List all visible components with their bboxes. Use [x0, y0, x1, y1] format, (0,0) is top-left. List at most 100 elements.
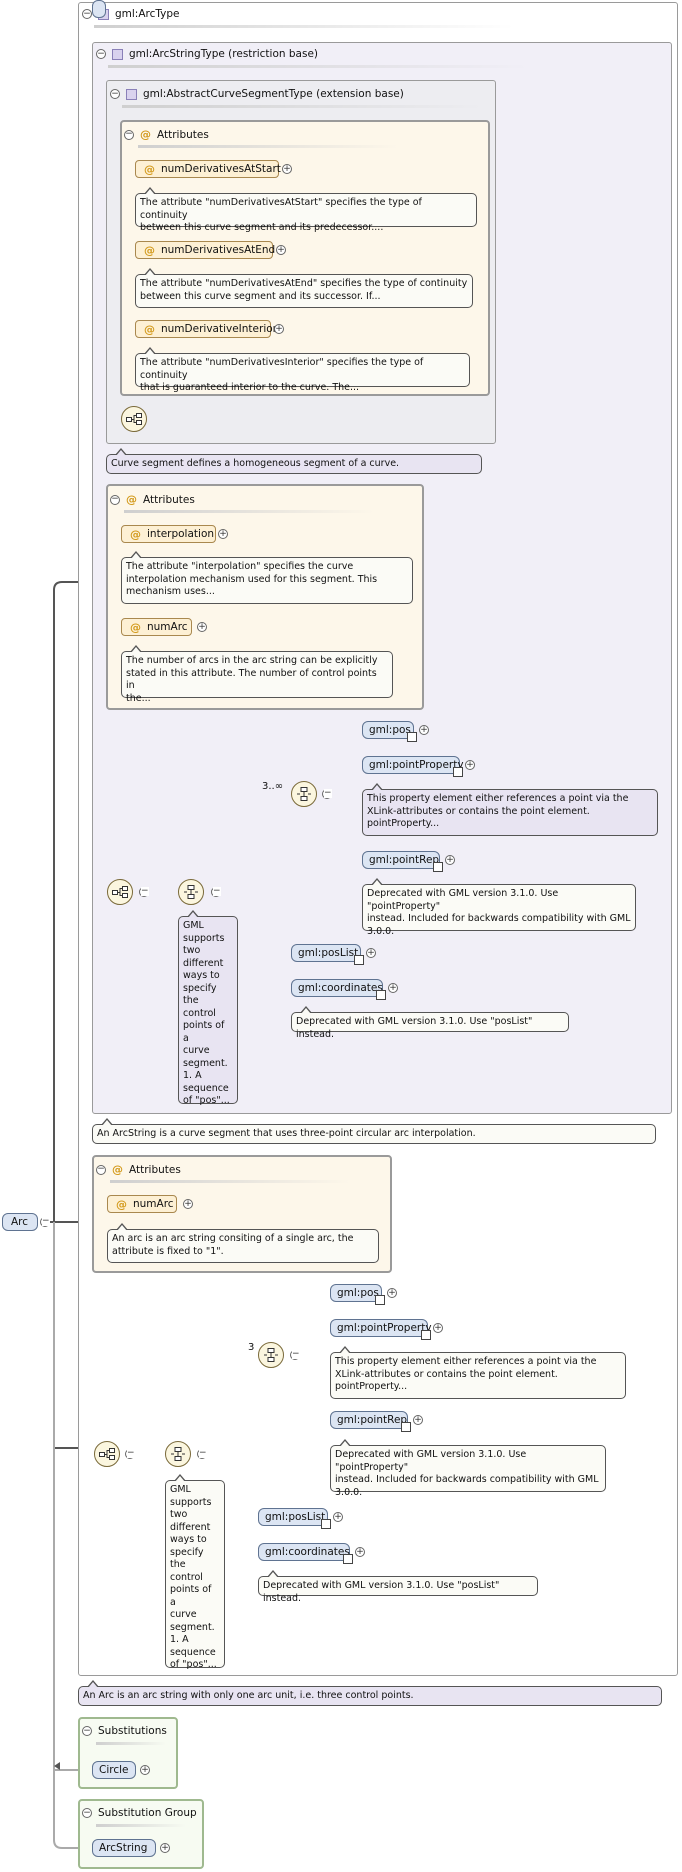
attribute-icon: @ [144, 243, 155, 257]
collapse-icon[interactable]: − [125, 1449, 135, 1459]
collapse-icon[interactable]: − [290, 1350, 300, 1360]
note-line: curve [183, 1045, 210, 1056]
expand-icon[interactable] [433, 1323, 443, 1333]
note-line: pointProperty... [367, 818, 440, 829]
element-gml-pos[interactable]: gml:pos [330, 1284, 385, 1305]
note-line: between this curve segment and its prede… [140, 222, 384, 233]
attribute-label: numDerivativesAtStart [161, 163, 281, 175]
sequence-compositor-icon[interactable] [94, 1441, 120, 1467]
choice-compositor-icon[interactable] [178, 879, 204, 905]
attributes-header: @ Attributes [124, 128, 209, 141]
point-rep-note: Deprecated with GML version 3.1.0. Use "… [330, 1439, 606, 1498]
occurrence-label: 3 [248, 1342, 255, 1353]
note-line: specify the [170, 1546, 204, 1571]
expand-icon[interactable] [465, 760, 475, 770]
expand-icon[interactable] [419, 725, 429, 735]
element-gml-point-rep[interactable]: gml:pointRep [330, 1411, 411, 1432]
expand-icon[interactable] [276, 245, 286, 255]
header-underline [96, 1824, 186, 1827]
root-element-arc[interactable]: Arc [2, 1213, 38, 1231]
note-line: of "pos"... [170, 1659, 217, 1670]
sequence-compositor-icon[interactable] [107, 879, 133, 905]
collapse-icon[interactable] [82, 9, 92, 19]
expand-icon[interactable] [218, 529, 228, 539]
attribute-num-arc[interactable]: @ numArc [107, 1195, 177, 1213]
substitution-group-arcstring[interactable] [92, 0, 106, 18]
collapse-icon[interactable] [110, 494, 120, 505]
note-line: The attribute "numDerivativesAtEnd" spec… [140, 278, 468, 289]
element-gml-pos[interactable]: gml:pos [362, 721, 417, 742]
note-line: of "pos"... [183, 1095, 230, 1106]
header-underline [94, 25, 514, 28]
attribute-note: The attribute "numDerivativesInterior" s… [135, 347, 470, 393]
element-gml-point-property[interactable]: gml:pointProperty [362, 756, 464, 777]
substitution-circle[interactable]: Circle [92, 1761, 136, 1779]
collapse-icon[interactable] [82, 1726, 92, 1736]
collapse-icon[interactable]: − [139, 887, 149, 897]
element-gml-coordinates[interactable]: gml:coordinates [258, 1543, 353, 1564]
complex-type-icon [126, 88, 137, 100]
collapse-icon[interactable] [96, 49, 106, 59]
attribute-interpolation[interactable]: @ interpolation [121, 525, 216, 543]
element-gml-pos-list[interactable]: gml:posList [258, 1508, 331, 1529]
note-line: supports [170, 1496, 212, 1508]
complex-type-icon [112, 48, 123, 60]
element-gml-point-rep[interactable]: gml:pointRep [362, 851, 443, 872]
expand-icon[interactable] [413, 1415, 423, 1425]
collapse-icon[interactable]: − [322, 789, 332, 799]
substitution-group-item[interactable]: ArcString [92, 1839, 156, 1857]
coordinates-note: Deprecated with GML version 3.1.0. Use "… [291, 1006, 569, 1040]
note-line: instead. Included for backwards compatib… [367, 913, 631, 924]
collapse-icon[interactable]: − [211, 887, 221, 897]
note-line: points of a [170, 1584, 212, 1608]
sequence-compositor-icon[interactable] [121, 406, 147, 432]
choice-compositor-icon[interactable] [165, 1441, 191, 1467]
expand-icon[interactable] [140, 1765, 150, 1775]
expand-icon[interactable] [387, 1288, 397, 1298]
substitution-group-title: Substitution Group [98, 1807, 197, 1819]
note-line: The number of arcs in the arc string can… [126, 655, 378, 666]
attribute-num-derivatives-at-end[interactable]: @ numDerivativesAtEnd [135, 241, 275, 259]
expand-icon[interactable] [274, 324, 284, 334]
expand-icon[interactable] [388, 983, 398, 993]
element-gml-pos-list[interactable]: gml:posList [291, 944, 364, 965]
substitutions-title: Substitutions [98, 1725, 167, 1737]
expand-icon[interactable] [445, 855, 455, 865]
note-line: segment. [183, 1057, 228, 1069]
attribute-label: numDerivativeInterior [161, 323, 277, 335]
note-line: specify the [183, 982, 217, 1007]
attribute-num-arc[interactable]: @ numArc [121, 618, 192, 636]
element-gml-coordinates[interactable]: gml:coordinates [291, 979, 386, 1000]
collapse-icon[interactable] [96, 1164, 106, 1175]
note-line: Curve segment defines a homogeneous segm… [111, 458, 400, 469]
expand-icon[interactable] [160, 1843, 170, 1853]
sequence-compositor-icon[interactable] [258, 1342, 284, 1368]
note-line: An Arc is an arc string with only one ar… [83, 1690, 414, 1701]
note-line: pointProperty... [335, 1381, 408, 1392]
expand-icon[interactable] [183, 1199, 193, 1209]
expand-icon[interactable] [333, 1512, 343, 1522]
note-line: mechanism uses... [126, 586, 215, 597]
element-gml-point-property[interactable]: gml:pointProperty [330, 1319, 432, 1340]
expand-icon[interactable] [282, 164, 292, 174]
collapse-icon[interactable]: − [40, 1217, 50, 1227]
collapse-icon[interactable] [124, 129, 134, 140]
note-line: between this curve segment and its succe… [140, 290, 381, 302]
note-line: different [183, 957, 224, 969]
attribute-num-derivative-interior[interactable]: @ numDerivativeInterior [135, 320, 277, 338]
sequence-compositor-icon[interactable] [291, 781, 317, 807]
note-line: instead. Included for backwards compatib… [335, 1474, 599, 1485]
header-underline [122, 105, 482, 108]
expand-icon[interactable] [366, 948, 376, 958]
abstract-curve-note: Curve segment defines a homogeneous segm… [106, 448, 482, 474]
attribute-num-derivatives-at-start[interactable]: @ numDerivativesAtStart [135, 160, 281, 178]
choice-note: GML supports two different ways to speci… [165, 1474, 225, 1670]
occurrence-label: 3..∞ [262, 781, 284, 792]
attributes-title: Attributes [157, 128, 209, 141]
collapse-icon[interactable]: − [197, 1449, 207, 1459]
expand-icon[interactable] [355, 1547, 365, 1557]
collapse-icon[interactable] [82, 1808, 92, 1818]
note-line: Deprecated with GML version 3.1.0. Use "… [335, 1449, 527, 1473]
collapse-icon[interactable] [110, 89, 120, 99]
expand-icon[interactable] [197, 622, 207, 632]
